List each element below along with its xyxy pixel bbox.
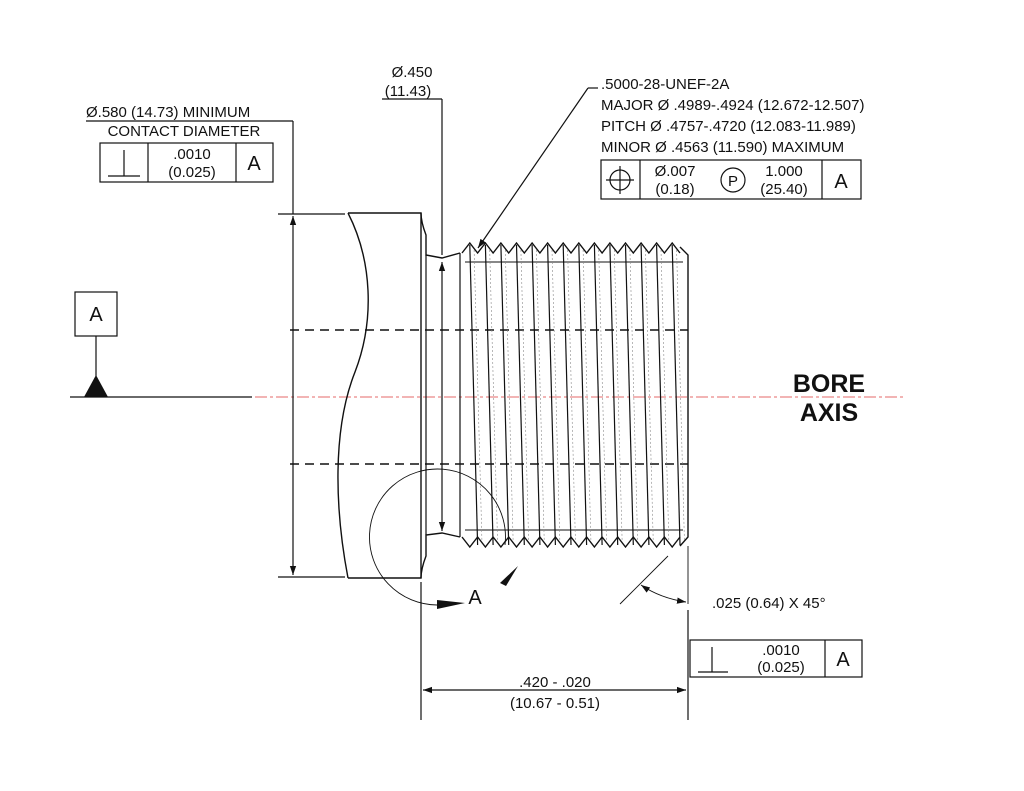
thread-leader <box>477 87 589 249</box>
datum-feature-label: A <box>89 304 103 326</box>
position-datum: A <box>834 171 848 193</box>
position-fcf: Ø.007 (0.18) P 1.000 (25.40) A <box>600 159 862 200</box>
perp-top-tol: .0010 <box>173 146 211 163</box>
position-proj: 1.000 <box>765 163 803 180</box>
bore-axis-line2: AXIS <box>800 399 858 427</box>
thread-pitch: PITCH Ø .4757-.4720 (12.083-11.989) <box>601 118 856 135</box>
contact-line1: Ø.580 (14.73) MINIMUM <box>86 104 250 121</box>
position-tol-mm: (0.18) <box>655 181 694 198</box>
perpendicularity-fcf-top: .0010 (0.025) A <box>99 142 274 183</box>
position-proj-mm: (25.40) <box>760 181 808 198</box>
chamfer-label: .025 (0.64) X 45° <box>712 595 826 612</box>
perp-top-tol-mm: (0.025) <box>168 164 216 181</box>
position-tol: Ø.007 <box>655 163 696 180</box>
position-icon <box>606 166 634 194</box>
length-value-mm: (10.67 - 0.51) <box>510 695 600 712</box>
length-dimension: .420 - .020 (10.67 - 0.51) <box>420 582 689 720</box>
perpendicularity-icon <box>698 647 728 673</box>
bore-axis-line1: BORE <box>793 370 865 398</box>
relief-diameter-callout: Ø.450 (11.43) <box>382 64 446 531</box>
thread-callout: .5000-28-UNEF-2A MAJOR Ø .4989-.4924 (12… <box>477 76 864 249</box>
contact-line2: CONTACT DIAMETER <box>108 123 261 140</box>
perp-bottom-datum: A <box>836 649 850 671</box>
perp-bottom-tol-mm: (0.025) <box>757 659 805 676</box>
datum-feature-symbol: A <box>70 291 252 398</box>
relief-dia-value: Ø.450 <box>392 64 433 81</box>
thread-spec: .5000-28-UNEF-2A <box>601 76 729 93</box>
thread-major: MAJOR Ø .4989-.4924 (12.672-12.507) <box>601 97 864 114</box>
position-modifier: P <box>728 173 738 190</box>
chamfer-callout: .025 (0.64) X 45° <box>619 546 826 612</box>
thread-minor: MINOR Ø .4563 (11.590) MAXIMUM <box>601 139 844 156</box>
perpendicularity-icon <box>108 150 140 177</box>
contact-diameter-callout: Ø.580 (14.73) MINIMUM CONTACT DIAMETER <box>86 104 345 578</box>
relief-dia-value-mm: (11.43) <box>385 83 431 100</box>
perp-top-datum: A <box>247 153 261 175</box>
detail-view-a: A <box>369 468 518 609</box>
length-value: .420 - .020 <box>519 674 591 691</box>
view-a-label: A <box>468 587 482 609</box>
projected-zone-icon: P <box>720 167 746 193</box>
perp-bottom-tol: .0010 <box>762 642 800 659</box>
perpendicularity-fcf-bottom: .0010 (0.025) A <box>689 639 863 678</box>
thread-profile <box>461 241 685 549</box>
